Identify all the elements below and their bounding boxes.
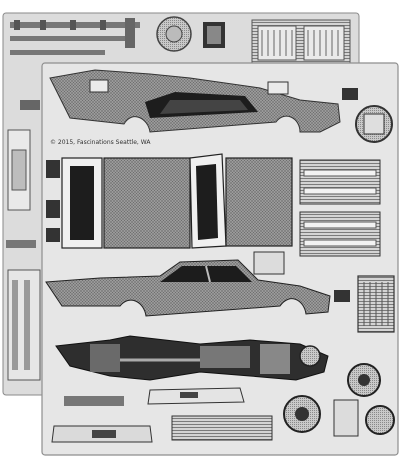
chassis-frame <box>55 335 329 381</box>
car-body-side-top <box>49 69 393 143</box>
back-sheet-parts <box>6 16 351 381</box>
bumpers <box>51 387 273 443</box>
wheels <box>283 363 395 437</box>
hood-panels <box>46 153 293 249</box>
car-body-side-bottom <box>45 251 350 317</box>
radiator-grille <box>357 275 395 333</box>
copyright-text: © 2015, Fascinations Seattle, WA <box>50 139 151 146</box>
side-grille-parts <box>299 159 381 257</box>
front-sheet: © 2015, Fascinations Seattle, WA <box>41 62 399 456</box>
